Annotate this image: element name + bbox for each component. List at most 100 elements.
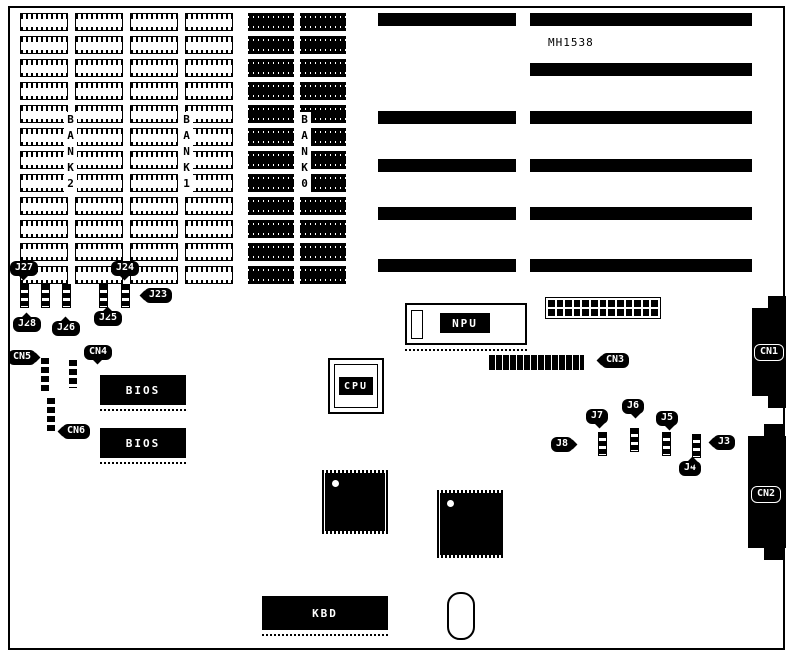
memory-chip-black bbox=[248, 243, 294, 261]
memory-chip bbox=[75, 197, 123, 215]
pin-square bbox=[608, 309, 615, 316]
memory-chip bbox=[20, 36, 68, 54]
pin-square bbox=[634, 309, 641, 316]
pin-square bbox=[651, 300, 658, 307]
cn2-tab-top bbox=[764, 424, 784, 438]
bank1-label: BANK1 bbox=[180, 112, 193, 194]
cn5-pin-column bbox=[41, 358, 49, 392]
memory-chip-black bbox=[300, 105, 346, 123]
cn4-pin-column bbox=[69, 360, 77, 388]
cn6-label: CN6 bbox=[62, 424, 91, 439]
npu-chip: NPU bbox=[440, 313, 490, 333]
pin-square bbox=[548, 309, 555, 316]
memory-chip bbox=[130, 174, 178, 192]
j5-label: J5 bbox=[656, 411, 679, 426]
jumper-header-j3 bbox=[692, 434, 701, 458]
memory-chip bbox=[75, 128, 123, 146]
memory-chip bbox=[185, 220, 233, 238]
memory-chip bbox=[20, 128, 68, 146]
expansion-slot bbox=[530, 159, 752, 172]
expansion-slot bbox=[378, 111, 516, 124]
memory-chip bbox=[20, 59, 68, 77]
expansion-slot bbox=[530, 63, 752, 76]
pin-square bbox=[556, 300, 564, 307]
jumper-header-j23 bbox=[121, 284, 130, 308]
memory-chip bbox=[185, 36, 233, 54]
pin-square bbox=[548, 300, 555, 307]
cn3-label: CN3 bbox=[601, 353, 630, 368]
memory-chip bbox=[130, 82, 178, 100]
pin-square bbox=[565, 300, 572, 307]
pin-square bbox=[608, 300, 615, 307]
memory-chip-black bbox=[248, 36, 294, 54]
expansion-slot bbox=[530, 259, 752, 272]
pin-square bbox=[616, 309, 624, 316]
pin1-dot bbox=[447, 500, 454, 507]
memory-chip bbox=[185, 243, 233, 261]
kbd-dashes bbox=[262, 634, 388, 636]
pin-square bbox=[616, 300, 624, 307]
cn1-label: CN1 bbox=[754, 344, 785, 361]
pin-square bbox=[642, 309, 650, 316]
memory-chip bbox=[130, 243, 178, 261]
jumper-header-j26 bbox=[62, 284, 71, 308]
memory-chip bbox=[130, 59, 178, 77]
cpu-chip: CPU bbox=[339, 377, 373, 395]
memory-chip-black bbox=[248, 174, 294, 192]
memory-chip bbox=[20, 13, 68, 31]
memory-chip bbox=[75, 220, 123, 238]
bank0-label: BANK0 bbox=[298, 112, 311, 194]
memory-chip-black bbox=[300, 220, 346, 238]
cn2-label: CN2 bbox=[751, 486, 782, 503]
memory-chip-black bbox=[300, 128, 346, 146]
bios-chip-top: BIOS bbox=[100, 375, 186, 405]
memory-chip-black bbox=[248, 105, 294, 123]
memory-chip-black bbox=[248, 59, 294, 77]
cn2-tab-bottom bbox=[764, 546, 784, 560]
jumper-header-j25 bbox=[99, 284, 108, 308]
pin-square bbox=[634, 300, 641, 307]
pin-square bbox=[625, 309, 633, 316]
pin-square bbox=[651, 309, 658, 316]
cpu-socket-inner bbox=[334, 364, 378, 408]
j7-label: J7 bbox=[586, 409, 609, 424]
bios-chip-bottom: BIOS bbox=[100, 428, 186, 458]
pin1-dot bbox=[332, 480, 339, 487]
memory-chip bbox=[75, 151, 123, 169]
memory-chip-black bbox=[300, 243, 346, 261]
memory-chip bbox=[20, 82, 68, 100]
pin-square bbox=[591, 309, 598, 316]
npu-socket-dashes bbox=[405, 349, 527, 351]
memory-chip bbox=[20, 174, 68, 192]
memory-chip bbox=[75, 174, 123, 192]
pin-square bbox=[642, 300, 650, 307]
memory-chip-black bbox=[300, 82, 346, 100]
pin-square bbox=[599, 300, 607, 307]
jumper-header-j5 bbox=[662, 432, 671, 456]
j8-label: J8 bbox=[551, 437, 574, 452]
pin-square bbox=[599, 309, 607, 316]
memory-chip-black bbox=[300, 266, 346, 284]
memory-chip bbox=[75, 13, 123, 31]
memory-chip-black bbox=[248, 197, 294, 215]
expansion-slot bbox=[530, 13, 752, 26]
memory-chip bbox=[75, 243, 123, 261]
round-component bbox=[447, 592, 475, 640]
npu-notch bbox=[411, 310, 423, 339]
memory-chip-black bbox=[300, 174, 346, 192]
qfp-chip-1 bbox=[322, 470, 388, 534]
expansion-slot bbox=[530, 207, 752, 220]
board-title: MH1538 bbox=[548, 36, 594, 49]
memory-chip bbox=[185, 197, 233, 215]
j27-label: J27 bbox=[10, 261, 39, 276]
memory-chip bbox=[130, 151, 178, 169]
jumper-header-j28 bbox=[41, 284, 50, 308]
pin-square bbox=[565, 309, 572, 316]
cn1-tab-bottom bbox=[768, 394, 786, 408]
memory-chip-black bbox=[248, 151, 294, 169]
bank2-label: BANK2 bbox=[64, 112, 77, 194]
expansion-slot bbox=[378, 259, 516, 272]
cn6-pin-column bbox=[47, 398, 55, 434]
bios-top-dashes bbox=[100, 409, 186, 411]
